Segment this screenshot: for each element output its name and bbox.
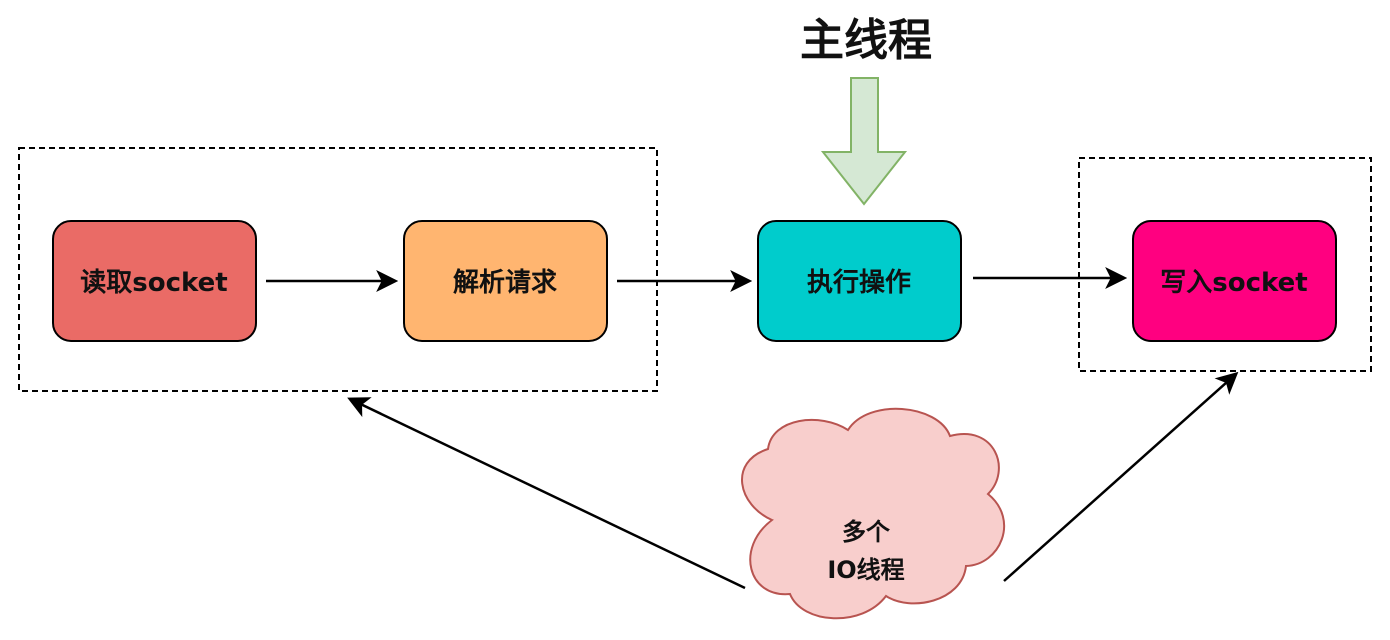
node-parse-request-label: 解析请求 (453, 268, 557, 298)
node-read-socket: 读取socket (52, 220, 257, 342)
io-threads-cloud: 多个 IO线程 (741, 407, 1006, 620)
node-execute: 执行操作 (757, 220, 962, 342)
node-execute-label: 执行操作 (807, 267, 911, 298)
node-write-socket: 写入socket (1132, 220, 1337, 342)
arrow-cloud-to-left-group (347, 397, 746, 590)
main-thread-title: 主线程 (800, 15, 932, 66)
node-read-socket-label: 读取socket (80, 268, 227, 298)
io-group-left (18, 147, 658, 392)
main-thread-arrow (820, 77, 908, 206)
cloud-label-line2: IO线程 (827, 556, 904, 584)
io-group-right (1078, 157, 1372, 372)
node-write-socket-label: 写入socket (1160, 268, 1307, 298)
cloud-label-line1: 多个 (842, 518, 891, 546)
node-parse-request: 解析请求 (403, 220, 608, 342)
arrow-cloud-to-right-group (1003, 371, 1239, 582)
